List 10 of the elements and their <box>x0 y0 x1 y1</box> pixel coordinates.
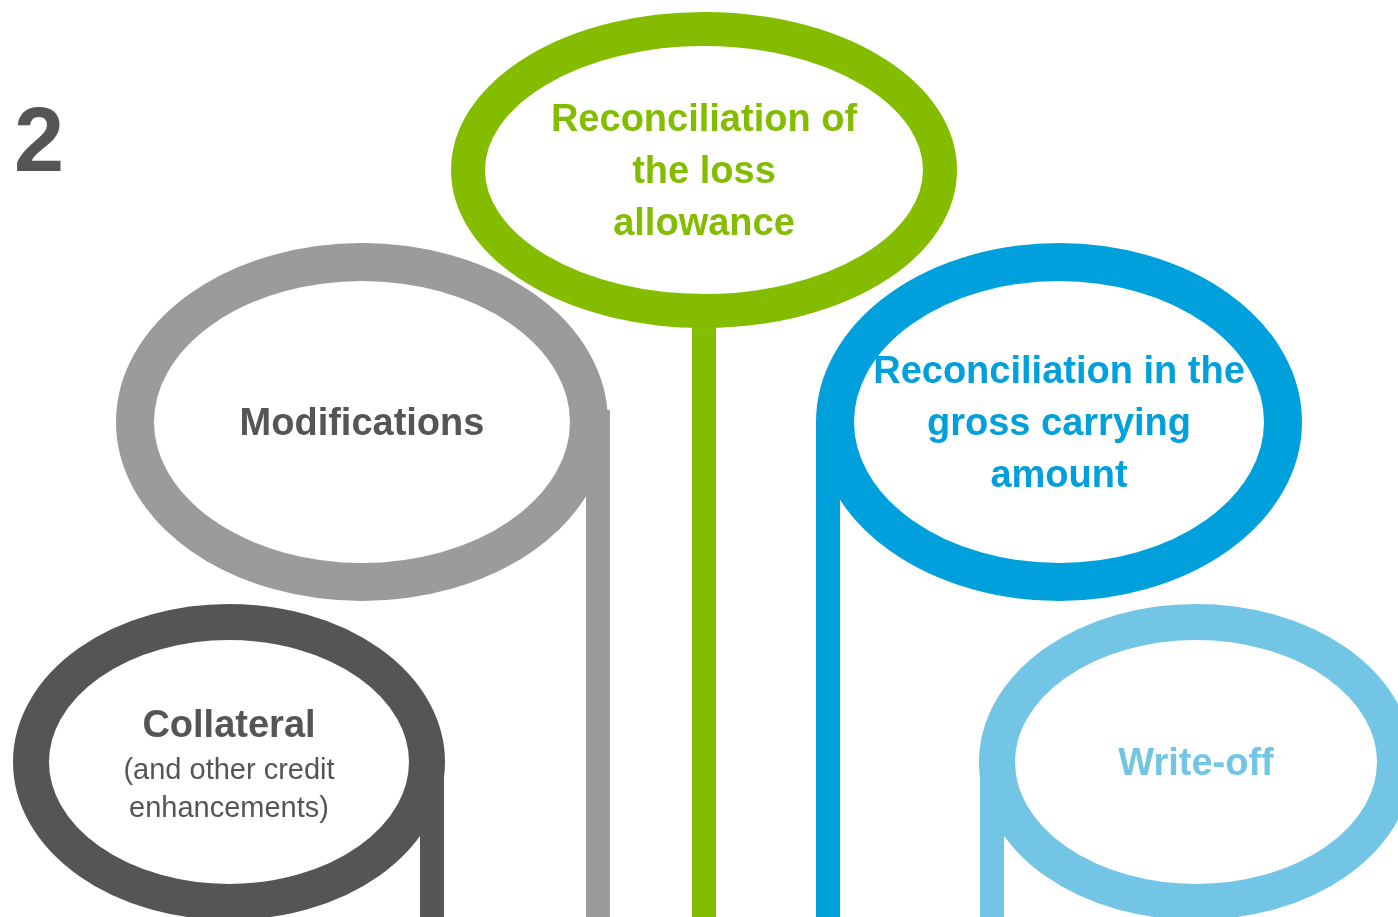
node-title: Collateral <box>142 702 316 747</box>
node-title: Modifications <box>239 400 485 445</box>
node-title: Write-off <box>1118 740 1274 785</box>
ellipse-node <box>116 243 608 601</box>
step-number: 2 <box>14 95 65 185</box>
ellipse-node <box>451 12 957 328</box>
node-title: Reconciliation in the gross carrying amount <box>872 348 1246 497</box>
node-subtitle: (and other credit enhancements) <box>122 752 336 825</box>
node-title: Reconciliation of the loss allowance <box>549 96 859 245</box>
ellipse-node <box>816 243 1302 601</box>
